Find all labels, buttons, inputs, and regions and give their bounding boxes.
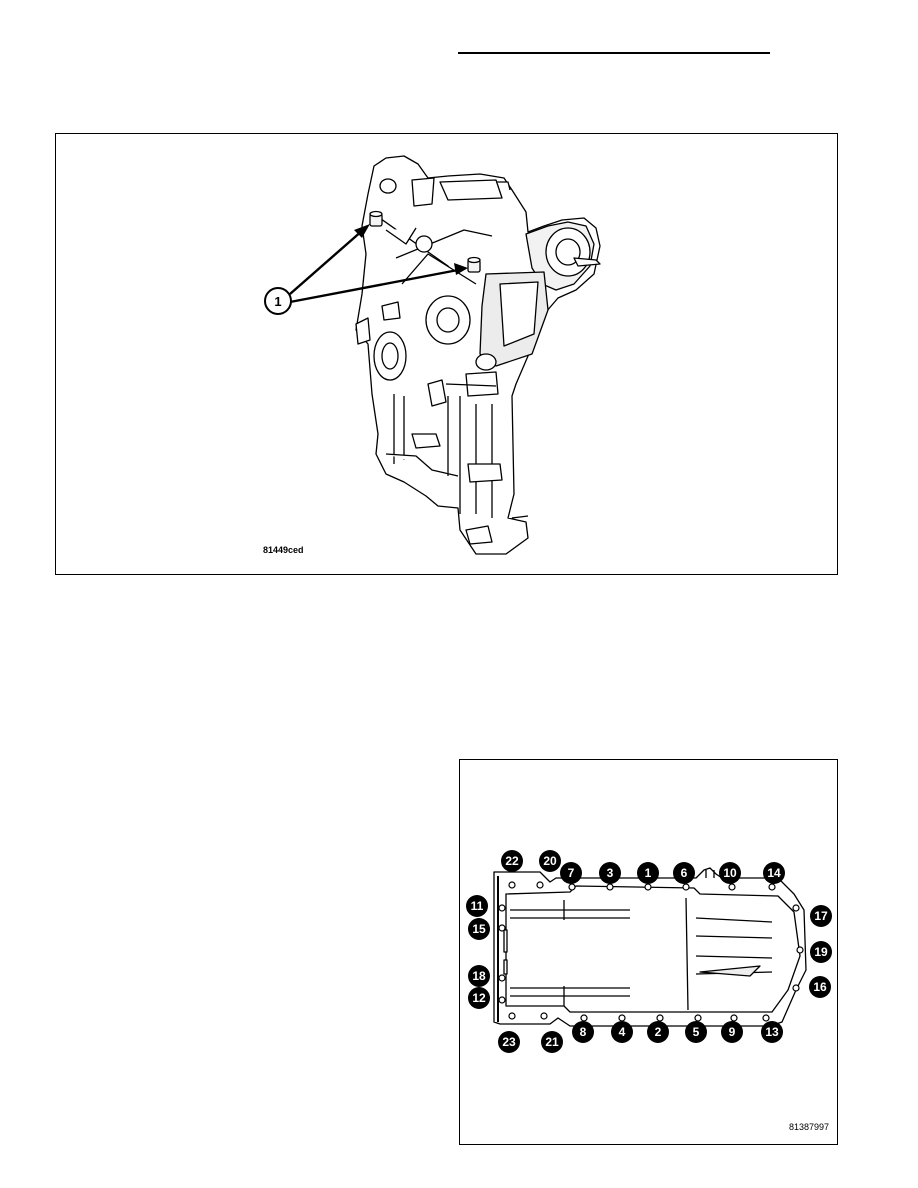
bolt-callout-16: 16 [809,976,831,998]
bolt-callout-4: 4 [611,1021,633,1043]
bolt-label: 8 [580,1025,587,1039]
bolt-callout-17: 17 [810,905,832,927]
bolt-callout-1: 1 [637,862,659,884]
bolt-callout-10: 10 [719,862,741,884]
bolt-label: 6 [681,866,688,880]
bolt-callout-23: 23 [498,1031,520,1053]
bolt-label: 17 [814,909,828,923]
bolt-label: 16 [813,980,827,994]
bolt-label: 2 [655,1025,662,1039]
figure-front-cover: 1 81449ced [55,133,838,575]
oil-pan-outline [493,867,807,1027]
bolt-label: 1 [645,866,652,880]
figure-1-id: 81449ced [263,545,304,555]
bolt-callout-11: 11 [466,895,488,917]
bolt-callout-21: 21 [541,1031,563,1053]
bolt-callout-3: 3 [599,862,621,884]
bolt-label: 15 [472,922,486,936]
header-rule [458,52,770,54]
bolt-callout-13: 13 [761,1021,783,1043]
bolt-callout-6: 6 [673,862,695,884]
bolt-label: 5 [693,1025,700,1039]
bolt-label: 20 [543,854,557,868]
bolt-label: 4 [619,1025,626,1039]
bolt-callout-20: 20 [539,850,561,872]
bolt-label: 10 [723,866,737,880]
bolt-label: 14 [767,866,781,880]
bolt-callout-5: 5 [685,1021,707,1043]
figure-2-id: 81387997 [788,1122,829,1132]
bolt-label: 23 [502,1035,516,1049]
figure-oil-pan-sequence: 22 20 7 3 1 6 10 14 11 15 18 12 17 19 16… [459,759,838,1145]
bolt-callout-22: 22 [501,850,523,872]
bolt-label: 18 [472,969,486,983]
bolt-label: 21 [545,1035,559,1049]
callout-1-label: 1 [274,294,281,309]
bolt-label: 7 [568,866,575,880]
callout-1: 1 [264,287,292,315]
bolt-callout-2: 2 [647,1021,669,1043]
bolt-label: 9 [729,1025,736,1039]
front-cover-illustration: 1 [264,155,601,555]
bolt-callout-12: 12 [468,987,490,1009]
bolt-label: 22 [505,854,519,868]
oil-pan-illustration: 22 20 7 3 1 6 10 14 11 15 18 12 17 19 16… [466,850,832,1053]
bolt-label: 13 [765,1025,779,1039]
bolt-callout-14: 14 [763,862,785,884]
bolt-callout-18: 18 [468,965,490,987]
bolt-callout-19: 19 [810,941,832,963]
bolt-label: 19 [814,945,828,959]
bolt-label: 12 [472,991,486,1005]
bolt-callout-9: 9 [721,1021,743,1043]
bolt-callout-7: 7 [560,862,582,884]
bolt-callout-15: 15 [468,918,490,940]
bolt-label: 11 [471,899,484,913]
bolt-callout-8: 8 [572,1021,594,1043]
bolt-label: 3 [607,866,614,880]
